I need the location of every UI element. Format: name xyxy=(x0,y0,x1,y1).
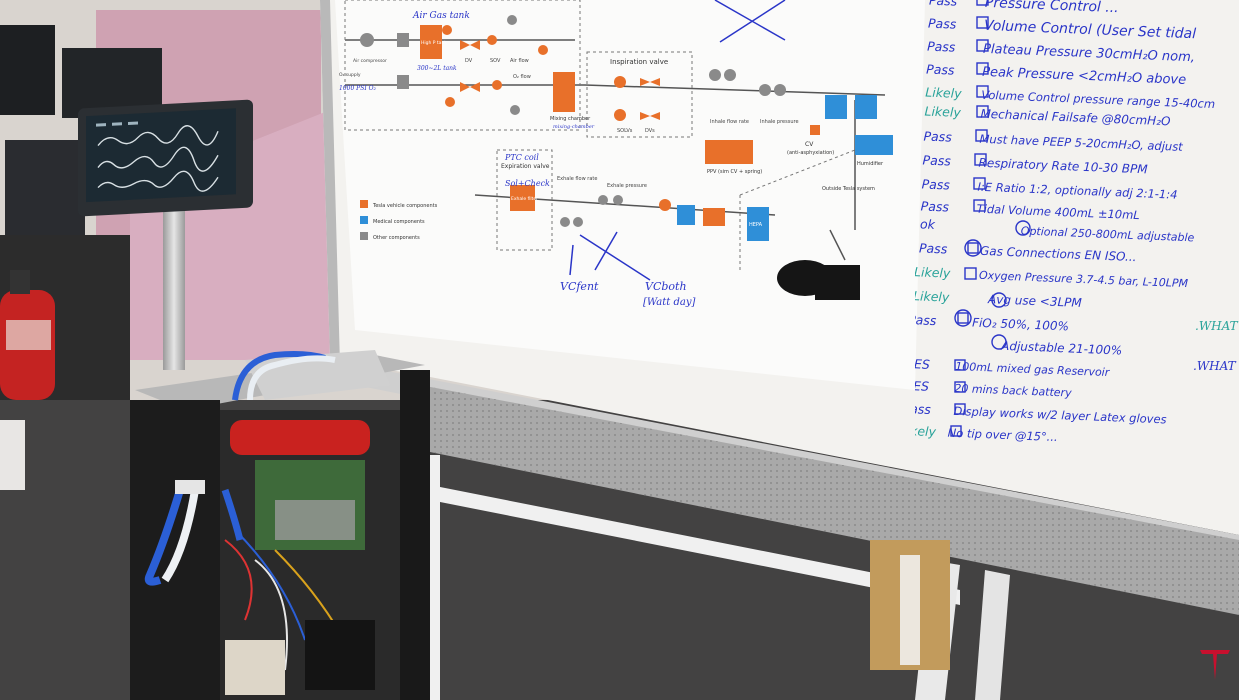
req-text-6: Must have PEEP 5-20cmH₂O, adjust xyxy=(979,132,1183,154)
patient-head-icon xyxy=(777,260,860,300)
label-exhale-flow-rate: Exhale flow rate xyxy=(557,176,597,182)
annotation-watt-day: [Watt day] xyxy=(643,297,696,308)
req-text-7: Respiratory Rate 10-30 BPM xyxy=(978,156,1148,177)
req-text-17: 20 mins back battery xyxy=(954,382,1072,400)
req-status-9: Pass xyxy=(920,198,949,214)
req-status-0: Pass xyxy=(929,0,958,9)
label-expiration-valve: Expiration valve xyxy=(501,163,550,170)
req-status-5: Likely xyxy=(924,103,961,119)
back-monitor-3 xyxy=(5,140,85,235)
req-status-3: Pass xyxy=(926,62,955,78)
req-text-3: Peak Pressure <2cmH₂O above xyxy=(982,65,1187,88)
req-text-9: Tidal Volume 400mL ±10mL xyxy=(976,202,1140,223)
req-text-11: Gas Connections EN ISO... xyxy=(980,244,1137,264)
req-status-4: Likely xyxy=(925,84,962,100)
req-text-13: Avg use <3LPM xyxy=(987,292,1083,310)
req-text-14: FiO₂ 50%, 100% xyxy=(972,316,1069,334)
air-compressor-icon xyxy=(360,33,374,47)
ventilator-diagram: Inspiration valve Expiration valve Inhal… xyxy=(335,0,925,390)
exhale-filter xyxy=(510,185,535,211)
req-text-10: Optional 250-800mL adjustable xyxy=(1021,224,1195,244)
req-text-16: 100mL mixed gas Reservoir xyxy=(955,360,1111,379)
high-p-tank xyxy=(420,25,442,59)
label-hepa: HEPA xyxy=(749,222,763,228)
label-cv-sub: (anti-asphyxiation) xyxy=(787,150,834,156)
label-outside-tesla: Outside Tesla system xyxy=(822,186,875,192)
label-tank-hw: 300~2L tank xyxy=(417,65,457,72)
hepa-block xyxy=(747,207,769,241)
label-dv: DV xyxy=(465,58,473,64)
label-solv: SOLVs xyxy=(617,128,633,134)
label-inhale-pressure: Inhale pressure xyxy=(760,119,799,125)
annotation-sol-check: Sol+Check xyxy=(505,179,550,188)
stand-leg-right xyxy=(975,570,1010,700)
req-status-11: Pass xyxy=(919,240,948,256)
req-text-5: Mechanical Failsafe @80cmH₂O xyxy=(980,107,1171,129)
req-status-14: Pass xyxy=(915,312,937,328)
back-monitor-1 xyxy=(0,25,55,115)
side-note-1: .WHAT C xyxy=(1195,319,1239,333)
requirements-svg: Pass Pressure Control ... Pass Volume Co… xyxy=(915,0,1239,444)
label-o2-flow: O₂ flow xyxy=(513,74,531,80)
ppv-box xyxy=(705,140,753,164)
req-status-19: Likely xyxy=(915,423,937,439)
annotation-ptc-coil: PTC coil xyxy=(504,153,539,162)
ventilator-prototype xyxy=(130,350,430,700)
req-text-2: Plateau Pressure 30cmH₂O nom, xyxy=(983,42,1195,65)
legend-tesla: Tesla vehicle components xyxy=(372,203,438,209)
req-text-12: Oxygen Pressure 3.7-4.5 bar, L-10LPM xyxy=(979,269,1189,290)
req-text-8: I:E Ratio 1:2, optionally adj 2:1-1:4 xyxy=(977,180,1177,202)
monitor-stand xyxy=(163,210,185,370)
req-status-13: Likely xyxy=(915,288,950,304)
label-cv: CV xyxy=(805,141,814,148)
label-o2-supply: O₂ supply xyxy=(339,72,361,78)
monitor-screen-icon[interactable] xyxy=(78,99,253,217)
stand-rail xyxy=(430,485,960,605)
red-tank xyxy=(230,420,370,455)
label-inhale-flow-rate: Inhale flow rate xyxy=(710,119,749,125)
annotation-vc-fent: VCfent xyxy=(560,280,599,293)
annotation-o2-supply: 1000 PSI O₂ xyxy=(339,85,377,92)
label-mixing-hw: mixing-chamber xyxy=(553,124,595,130)
diagram-legend: Tesla vehicle components Medical compone… xyxy=(360,200,438,241)
label-sov: SOV xyxy=(490,58,501,64)
label-mixing-chamber: Mixing chamber xyxy=(550,116,591,122)
legend-medical: Medical components xyxy=(373,219,425,225)
req-text-1: Volume Control (User Set tidal xyxy=(984,18,1197,43)
label-exhale-filter: Exhale filter xyxy=(511,196,538,202)
label-high-p-tank: High P tank xyxy=(421,40,447,46)
medical-block-1 xyxy=(825,95,847,119)
humidifier xyxy=(855,135,893,155)
label-exhale-pressure: Exhale pressure xyxy=(607,183,647,189)
label-humidifier: Humidifier xyxy=(857,161,884,167)
annotation-air-gas-tank: Air Gas tank xyxy=(412,11,470,21)
label-ppv: PPV (sim CV + spring) xyxy=(707,169,762,175)
tesla-logo-icon xyxy=(1200,650,1230,680)
req-status-1: Pass xyxy=(928,16,957,32)
req-status-18: Pass xyxy=(915,401,932,417)
label-air-flow: Air flow xyxy=(510,58,529,64)
req-status-7: Pass xyxy=(922,152,951,168)
req-status-12: Likely xyxy=(915,264,951,280)
medical-block-2 xyxy=(855,95,877,119)
label-inspiration-valve: Inspiration valve xyxy=(610,58,668,66)
req-status-10: ok xyxy=(920,216,936,232)
req-status-6: Pass xyxy=(923,128,952,144)
req-text-19: No tip over @15°... xyxy=(947,426,1058,444)
req-text-15: Adjustable 21-100% xyxy=(1000,339,1123,358)
annotation-vc-both: VCboth xyxy=(645,280,687,293)
label-dvs: DVs xyxy=(645,128,655,134)
fire-extinguisher-icon xyxy=(0,270,55,400)
req-status-8: Pass xyxy=(921,176,950,192)
req-status-17: YES xyxy=(915,378,929,394)
side-note-2: .WHAT O xyxy=(1193,359,1239,373)
req-text-18: Display works w/2 layer Latex gloves xyxy=(953,404,1167,427)
req-status-16: YES xyxy=(915,356,930,372)
mixing-chamber xyxy=(553,72,575,112)
legend-other: Other components xyxy=(373,235,420,241)
req-status-2: Pass xyxy=(927,39,956,55)
label-air-compressor: Air compressor xyxy=(353,58,387,64)
cart-frame-left xyxy=(130,400,220,700)
req-text-0: Pressure Control ... xyxy=(985,0,1119,16)
